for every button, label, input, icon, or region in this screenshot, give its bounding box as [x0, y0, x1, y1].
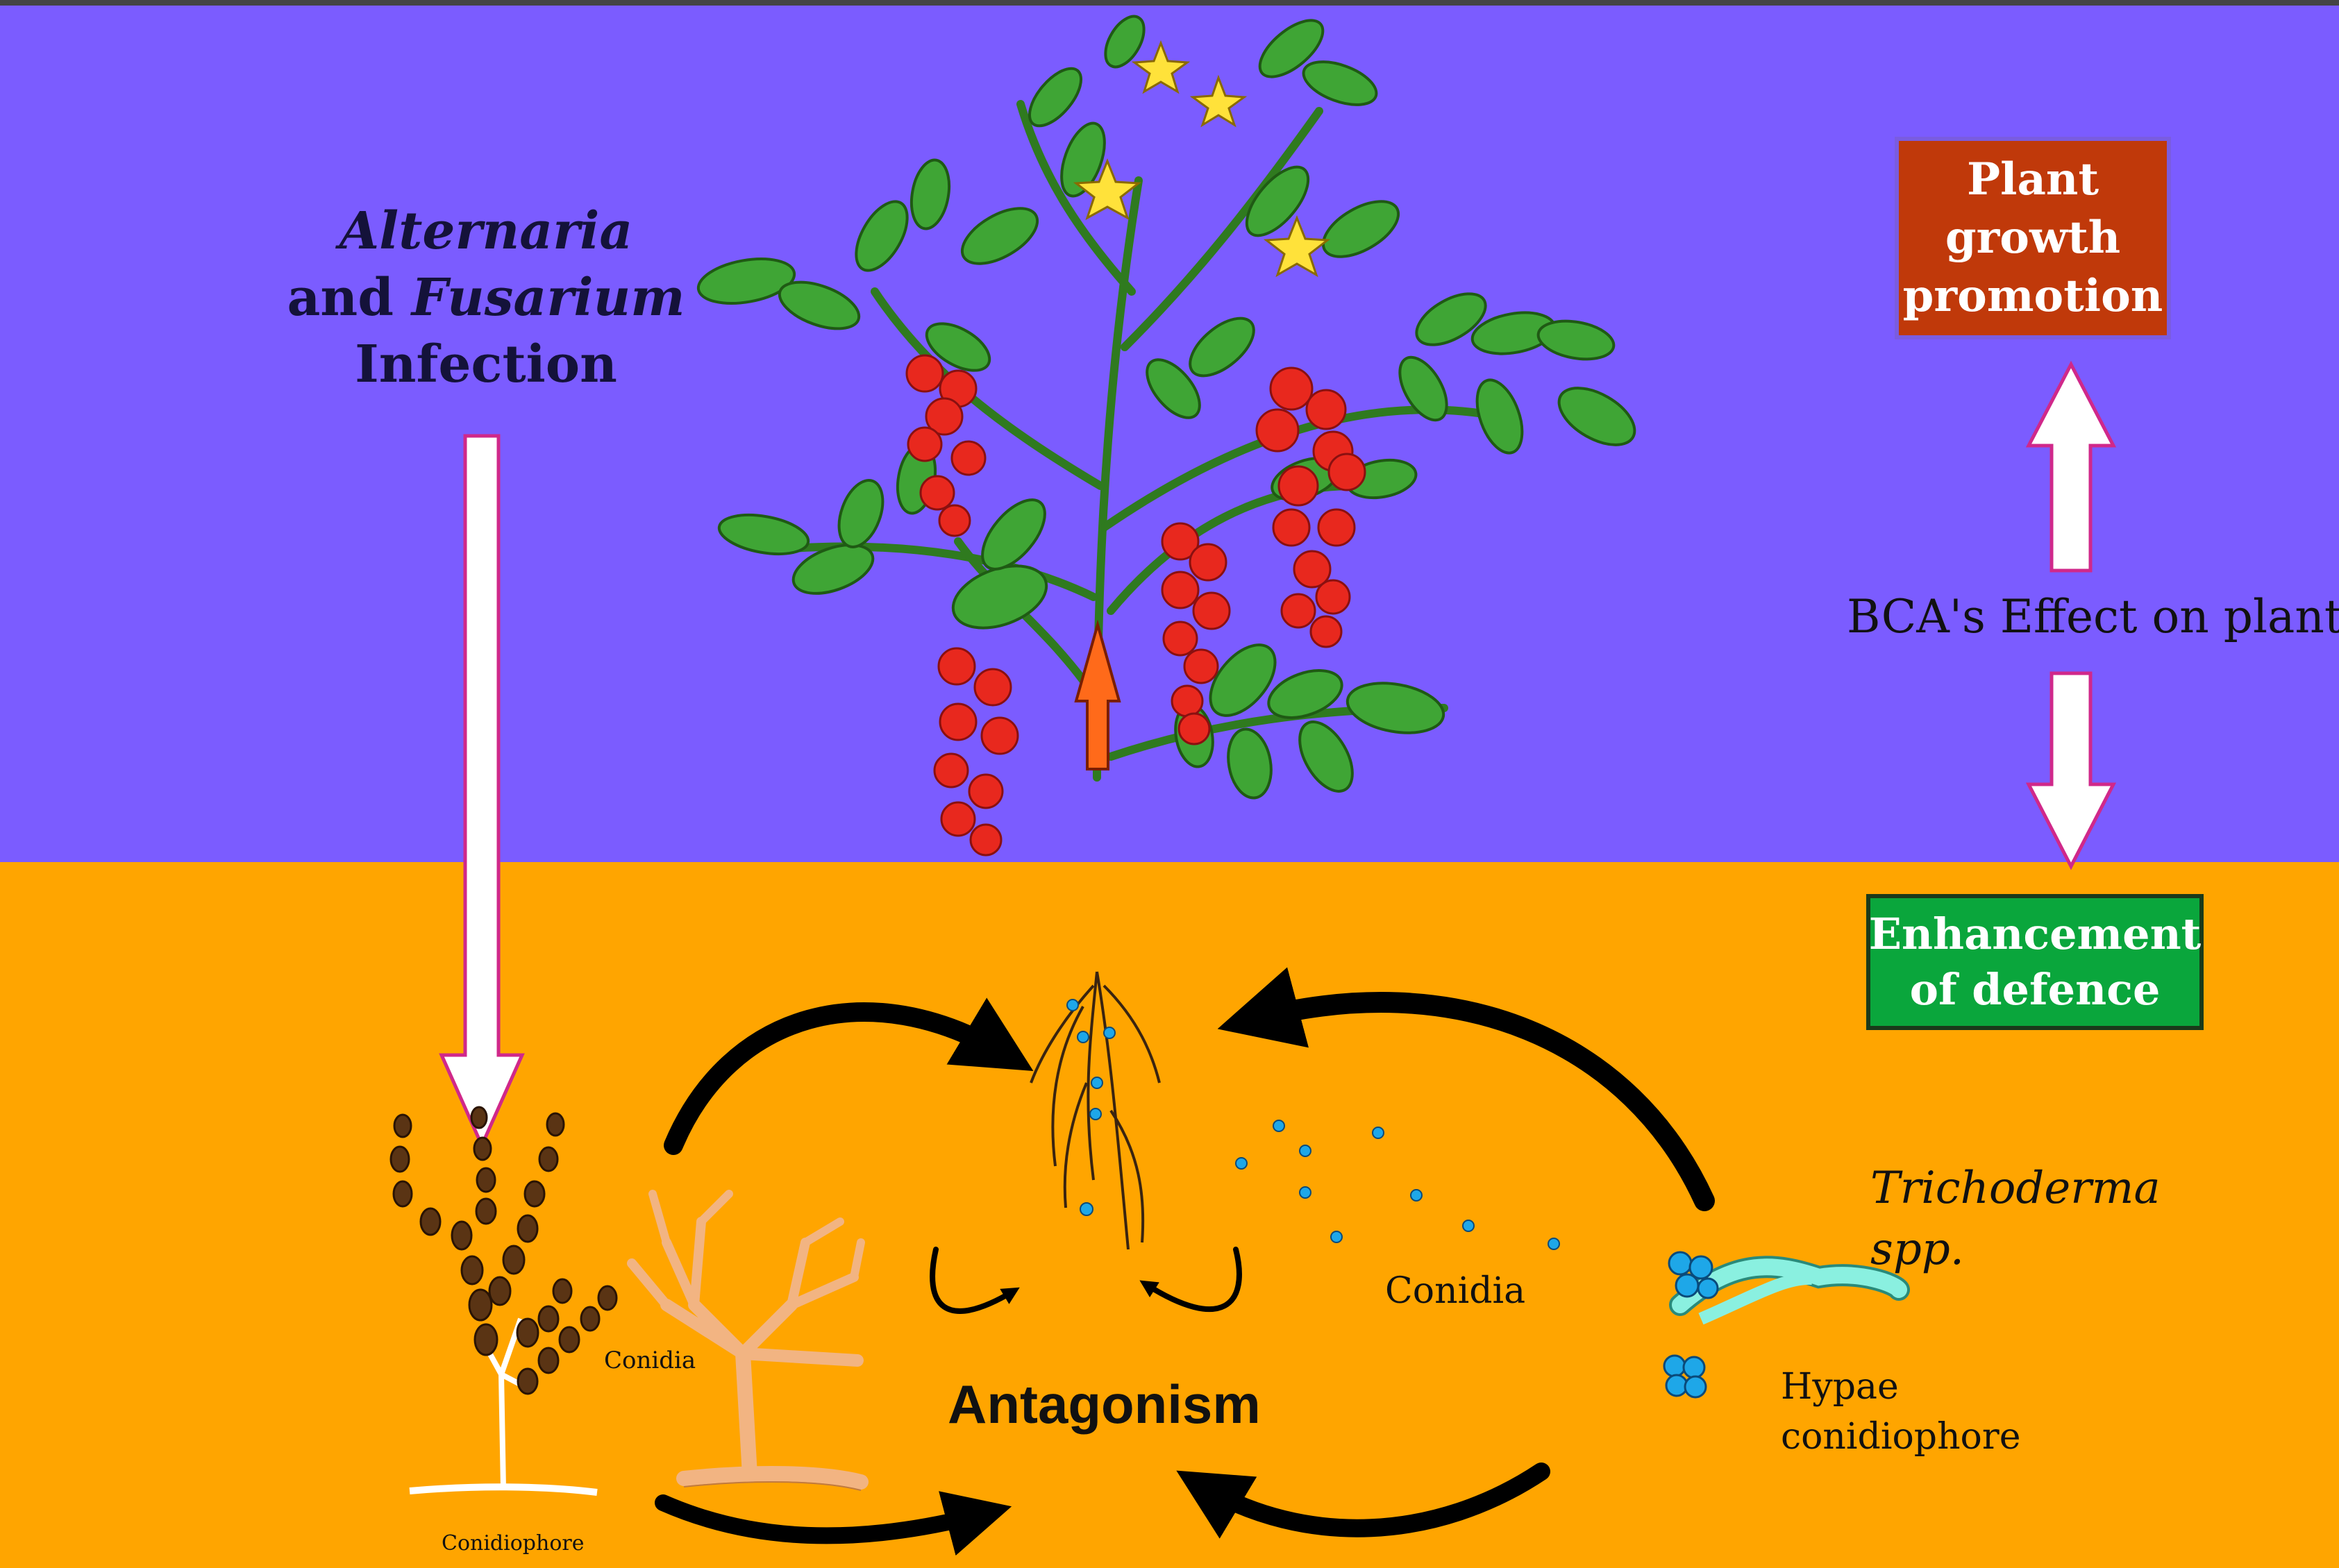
- growth-promotion-box: Plant growth promotion: [1895, 137, 2171, 339]
- bca-effect-label: BCA's Effect on plant: [1847, 590, 2339, 643]
- sky-area: [0, 0, 2339, 862]
- conidia-right-label: Conidia: [1385, 1270, 1526, 1312]
- flowers: [1073, 40, 1331, 278]
- defence-text: Enhancement of defence: [1868, 909, 2202, 1015]
- growth-promotion-text: Plant growth promotion: [1902, 153, 2163, 322]
- infection-line-2-italic: Fusarium: [411, 268, 685, 328]
- infection-line-1: Alternaria: [339, 201, 633, 261]
- fusarium-outline: [683, 1481, 862, 1491]
- trichoderma-line-2: spp.: [1870, 1224, 1965, 1275]
- arrow-right-to-root: [1217, 967, 1715, 1211]
- conidia-left-label: Conidia: [604, 1347, 696, 1374]
- infection-label: Alternaria and Fusarium Infection: [222, 198, 750, 398]
- arrow-bottom-left: [655, 1491, 1012, 1556]
- leaves: [696, 15, 1636, 800]
- top-edge-line: [0, 0, 2339, 6]
- antagonism-label: Antagonism: [948, 1374, 1261, 1435]
- conidia-dots: [1066, 999, 1560, 1250]
- fusarium-fungus: [627, 1190, 869, 1490]
- tomato-clusters: [905, 354, 1366, 857]
- growth-up-arrow: [2025, 360, 2117, 573]
- arrow-small-right: [1139, 1247, 1242, 1313]
- hormone-up-arrow: [1074, 619, 1121, 770]
- infection-line-2-prefix: and: [287, 268, 412, 328]
- infection-line-2: and Fusarium: [222, 264, 750, 331]
- antagonism-arrows: [655, 967, 1715, 1556]
- arrow-left-to-root: [664, 997, 1034, 1155]
- trichoderma-label: Trichoderma spp.: [1870, 1158, 2161, 1280]
- defence-box: Enhancement of defence: [1866, 894, 2204, 1030]
- tomato-plant: [696, 15, 1636, 1250]
- hypae-line-2: conidiophore: [1781, 1416, 2021, 1458]
- alternaria-fungus: [389, 1106, 618, 1496]
- trichoderma-fungus: [1663, 1251, 1910, 1399]
- infection-down-arrow: [439, 434, 525, 1150]
- hypae-line-1: Hypae: [1781, 1366, 1899, 1408]
- hypae-label: Hypae conidiophore: [1781, 1362, 2021, 1462]
- defence-down-arrow: [2025, 671, 2117, 870]
- arrow-bottom-right: [1176, 1462, 1550, 1539]
- infection-line-3: Infection: [355, 335, 617, 394]
- conidiophore-label: Conidiophore: [442, 1531, 585, 1556]
- roots: [1030, 971, 1161, 1250]
- arrow-small-left: [930, 1247, 1020, 1314]
- trichoderma-line-1: Trichoderma: [1870, 1163, 2161, 1214]
